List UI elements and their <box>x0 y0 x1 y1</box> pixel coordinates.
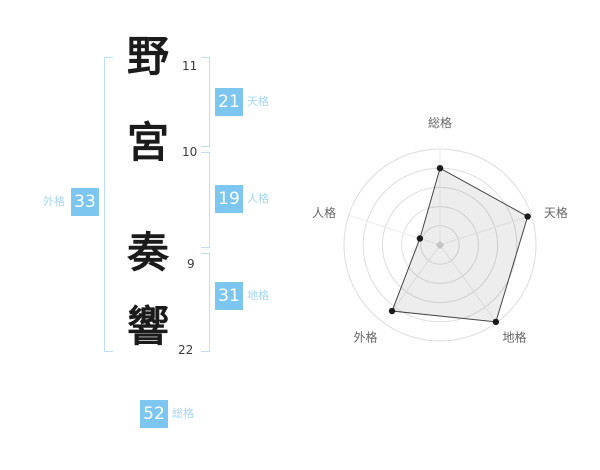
gaikaku-value-box: 33 <box>71 188 99 216</box>
tenkaku-value-box: 21 <box>215 88 243 116</box>
chikaku-value-box: 31 <box>215 282 243 310</box>
radar-axis-label-1: 天格 <box>544 205 568 220</box>
radar-axis-label-2: 地格 <box>503 329 527 344</box>
chikaku-label: 地格 <box>247 289 269 302</box>
name-char-3: 奏 <box>127 228 170 277</box>
radar-axis-label-4: 人格 <box>312 205 336 220</box>
stroke-count-3: 9 <box>187 257 195 271</box>
tenkaku-label: 天格 <box>247 95 269 108</box>
tenkaku-bracket <box>201 57 210 147</box>
gaikaku-label: 外格 <box>43 195 65 208</box>
stroke-count-1: 11 <box>182 59 198 73</box>
name-char-4: 響 <box>127 302 170 351</box>
soukaku-value-box: 52 <box>140 400 168 428</box>
radar-axis-label-3: 外格 <box>353 329 377 344</box>
name-char-1: 野 <box>127 32 170 81</box>
soukaku-label: 総格 <box>172 407 194 420</box>
stroke-count-4: 22 <box>178 343 194 357</box>
gaikaku-bracket <box>104 57 113 352</box>
jinkaku-value-box: 19 <box>215 185 243 213</box>
jinkaku-bracket <box>201 152 210 248</box>
jinkaku-label: 人格 <box>247 192 269 205</box>
chikaku-bracket <box>201 253 210 352</box>
radar-axis-label-0: 総格 <box>428 115 452 130</box>
name-char-2: 宮 <box>127 118 170 167</box>
radar-chart-container: 総格天格地格 外格 人格 <box>300 108 580 368</box>
stroke-count-2: 10 <box>182 145 198 159</box>
